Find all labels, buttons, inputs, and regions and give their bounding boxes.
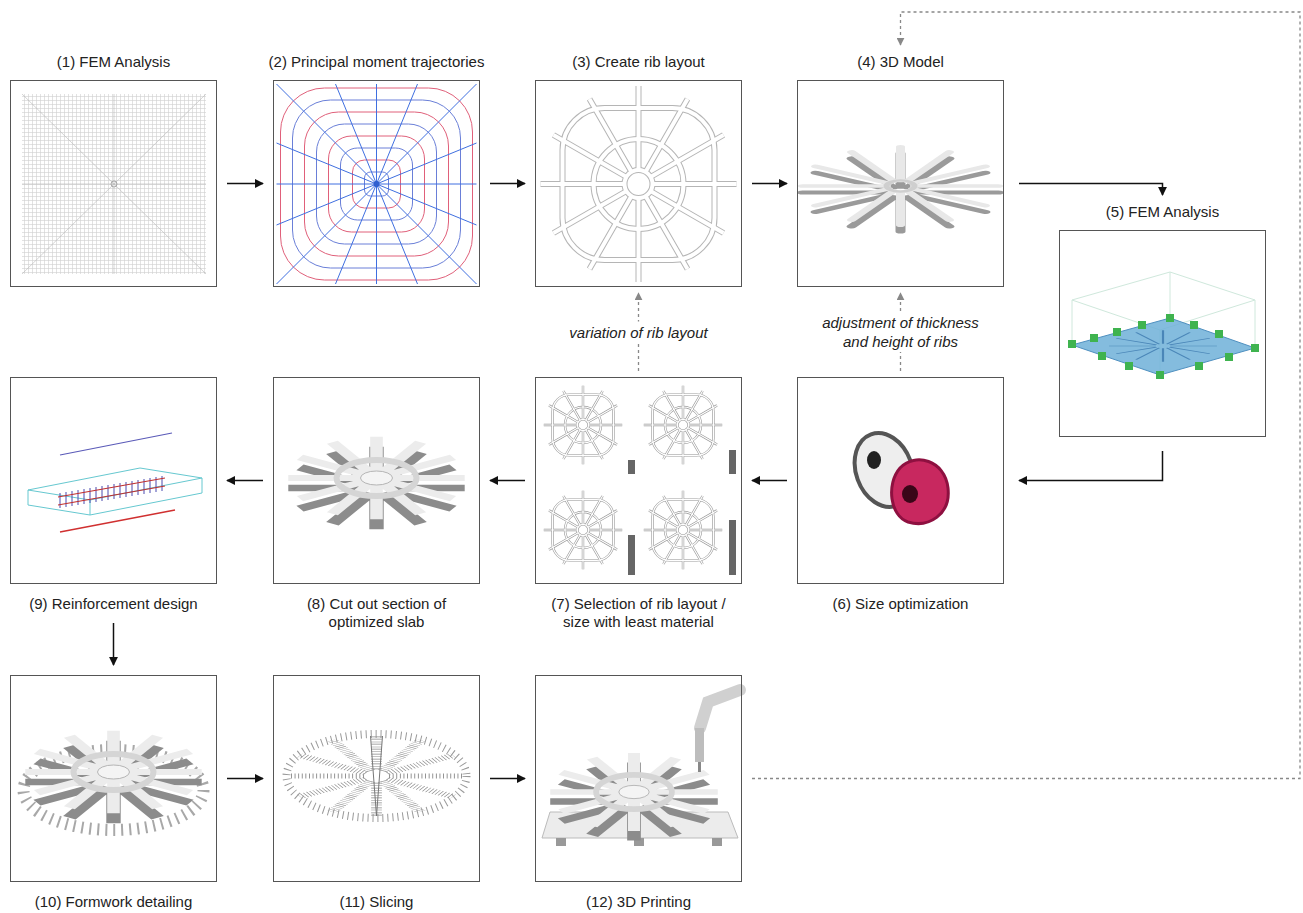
fem-mesh [22, 94, 206, 274]
step-frame [535, 377, 742, 584]
step-title: (12) 3D Printing [524, 893, 754, 911]
step-title: (8) Cut out section of optimized slab [292, 595, 462, 631]
step-title: (7) Selection of rib layout / size with … [544, 595, 734, 631]
step-title: (9) Reinforcement design [0, 595, 229, 613]
step-frame [535, 80, 742, 287]
flow-arrow [1019, 451, 1163, 481]
flow-arrow [752, 183, 787, 185]
process-step: (10) Formwork detailing [10, 675, 217, 911]
edge-label: adjustment of thickness and height of ri… [807, 312, 995, 352]
flow-arrow [113, 623, 115, 665]
step-frame [535, 675, 742, 882]
flow-arrow [490, 480, 525, 482]
step-title: (3) Create rib layout [514, 53, 764, 71]
process-step: (5) FEM Analysis [1059, 203, 1266, 437]
rib-layout [541, 86, 737, 282]
optimizer-icon [845, 425, 949, 524]
step-title: (10) Formwork detailing [0, 893, 229, 911]
step-frame [10, 80, 217, 287]
process-step: (12) 3D Printing [535, 675, 742, 911]
step-title: (2) Principal moment trajectories [252, 53, 502, 71]
process-step: (6) Size optimization [797, 377, 1004, 613]
step-title: (4) 3D Model [776, 53, 1026, 71]
step-frame [797, 377, 1004, 584]
printing-scene [542, 690, 740, 846]
flow-arrow [752, 480, 787, 482]
slicing-wireframe [287, 734, 467, 818]
reinforcement-drawing [28, 433, 202, 532]
flow-arrow [490, 778, 525, 780]
step-frame [10, 377, 217, 584]
process-step: (9) Reinforcement design [10, 377, 217, 613]
step-title: (1) FEM Analysis [0, 53, 239, 71]
process-step: (1) FEM Analysis [10, 53, 217, 287]
process-step: (8) Cut out section of optimized slab [273, 377, 480, 631]
process-step: (11) Slicing [273, 675, 480, 911]
process-step: (3) Create rib layout [535, 53, 742, 287]
rib-variants [544, 386, 736, 575]
step-title: (11) Slicing [262, 893, 492, 911]
flow-arrow [1019, 184, 1163, 196]
edge-label: variation of rib layout [565, 322, 711, 343]
trajectory-plot [277, 84, 477, 284]
formwork-render [24, 731, 204, 830]
step-title: (6) Size optimization [776, 595, 1026, 613]
step-frame [273, 675, 480, 882]
rib-model [803, 147, 999, 232]
flow-arrow [227, 778, 263, 780]
flow-arrow [227, 480, 263, 482]
flow-arrow [227, 183, 263, 185]
process-step: (2) Principal moment trajectories [273, 53, 480, 287]
process-step: (4) 3D Model [797, 53, 1004, 287]
fem-model [1068, 272, 1259, 379]
slab-render [288, 437, 464, 529]
step-frame [1059, 230, 1266, 437]
process-step: (7) Selection of rib layout / size with … [535, 377, 742, 631]
step-frame [797, 80, 1004, 287]
step-frame [273, 377, 480, 584]
step-frame [10, 675, 217, 882]
feedback-arrow [752, 12, 1300, 779]
flow-arrow [490, 183, 525, 185]
step-frame [273, 80, 480, 287]
step-title: (5) FEM Analysis [1048, 203, 1278, 221]
